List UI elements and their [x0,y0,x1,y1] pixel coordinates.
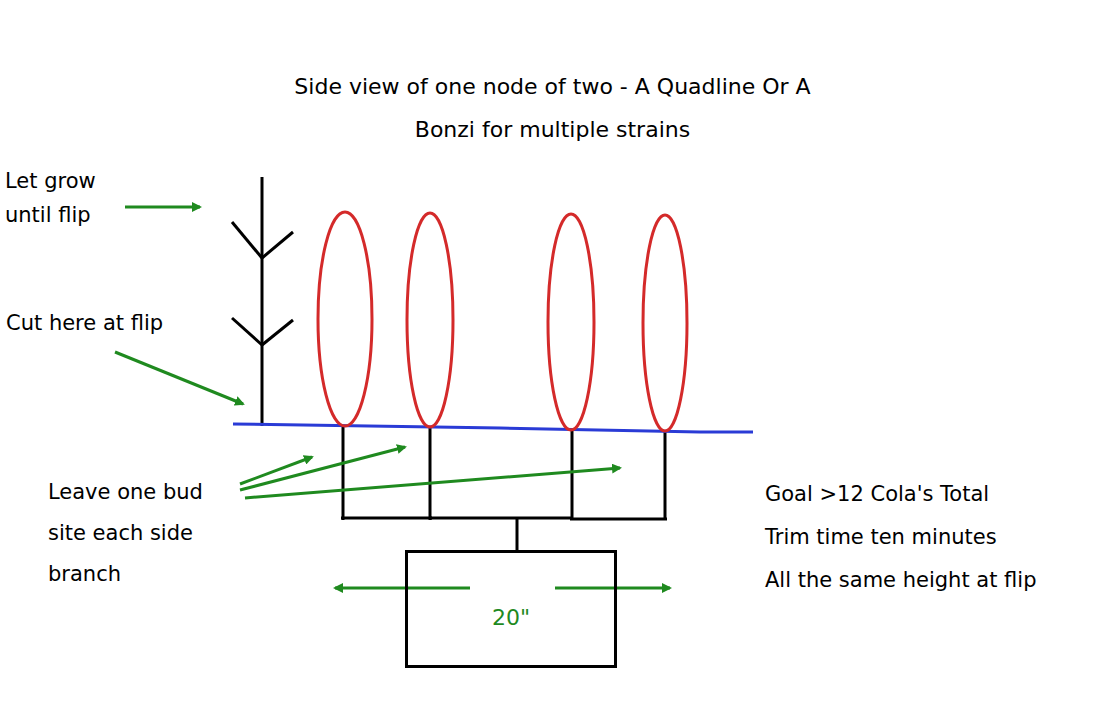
diagram-title: Side view of one node of two - A Quadlin… [270,66,835,152]
callout-note: Let grow until flip [5,165,130,232]
dimension-label: 20" [408,605,614,630]
callout-note: Leave one bud site each side branch [48,472,238,595]
goal-note: All the same height at flip [765,564,1050,598]
goal-note: Trim time ten minutes [765,521,1065,555]
goal-note: Goal >12 Cola's Total [765,478,1065,512]
root-box: 20" [405,550,617,668]
callout-note: Cut here at flip [6,307,236,341]
